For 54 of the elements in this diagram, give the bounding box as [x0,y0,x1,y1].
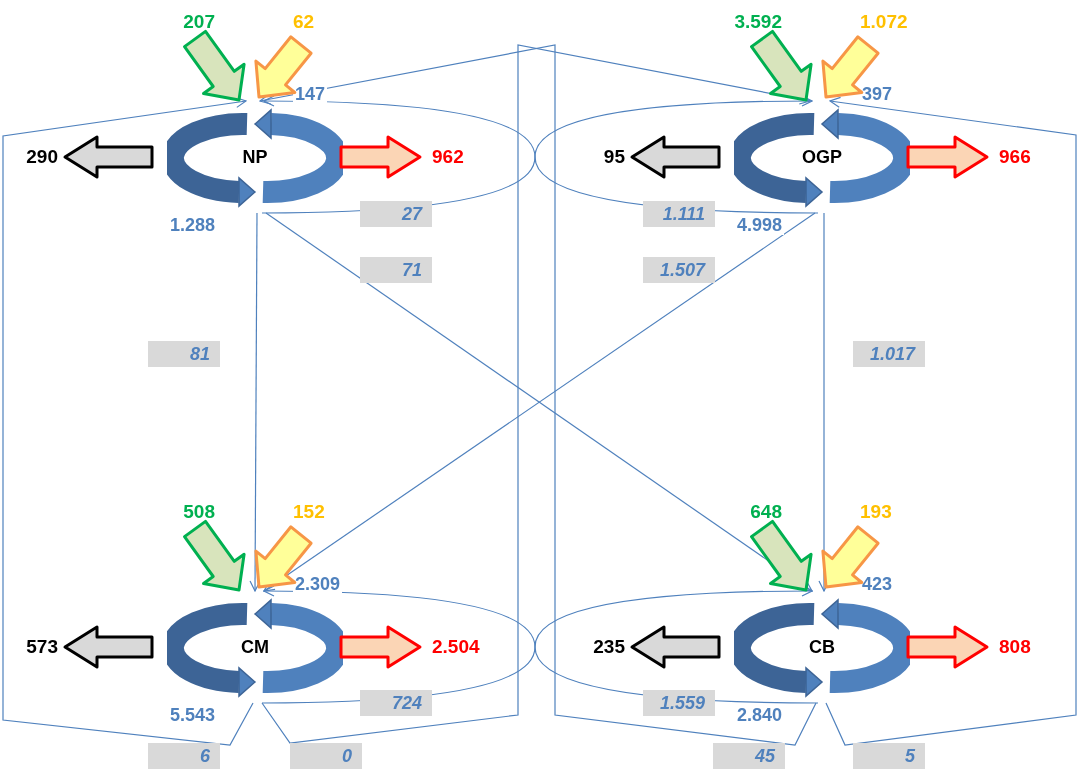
flow-value: 2.504 [432,637,480,656]
flow-value: 193 [860,502,892,521]
flow-connector [2,96,254,746]
flow-value: 962 [432,147,464,166]
block-arrow [906,135,989,179]
flow-value: 152 [293,502,325,521]
flow-value: 3.592 [734,12,782,31]
block-arrow [63,135,154,179]
block-arrow [821,35,880,99]
node-label: CB [809,636,835,658]
edge-label: 1.111 [643,201,715,227]
block-arrow [339,625,422,669]
edge-label: 1.507 [643,257,715,283]
block-arrow [183,519,246,592]
block-arrow [630,625,721,669]
block-arrow [339,135,422,179]
block-arrow [821,525,880,589]
flow-value: 1.072 [860,12,908,31]
flow-value: 573 [26,637,58,656]
block-arrow [630,135,721,179]
edge-label: 6 [148,743,220,769]
block-arrow [254,525,313,589]
block-arrow [750,519,813,592]
flow-value: 62 [293,12,315,31]
flow-value: 207 [183,12,215,31]
block-arrow [254,35,313,99]
edge-label: 1.559 [643,690,715,716]
block-arrow [906,625,989,669]
inflow-total: 2.309 [293,574,343,594]
flow-value: 966 [999,147,1031,166]
edge-label: 1.017 [853,341,925,367]
inflow-total: 147 [293,84,328,104]
edge-label: 27 [360,201,432,227]
node-label: OGP [802,146,842,168]
flow-connector [825,96,1077,746]
flow-value: 95 [603,147,625,166]
block-arrow [750,29,813,102]
block-arrow [63,625,154,669]
edge-label: 724 [360,690,432,716]
throughput-total: 4.998 [734,215,784,235]
edge-label: 5 [853,743,925,769]
edge-label: 0 [290,743,362,769]
edge-label: 81 [148,341,220,367]
node-label: NP [242,146,268,168]
flow-value: 648 [750,502,782,521]
flow-value: 808 [999,637,1031,656]
block-arrow [183,29,246,102]
flow-connector [249,212,261,592]
edge-label: 71 [360,257,432,283]
node-label: CM [241,636,269,658]
flow-value: 235 [593,637,625,656]
edge-label: 45 [713,743,785,769]
flow-value: 290 [26,147,58,166]
flow-value: 508 [183,502,215,521]
